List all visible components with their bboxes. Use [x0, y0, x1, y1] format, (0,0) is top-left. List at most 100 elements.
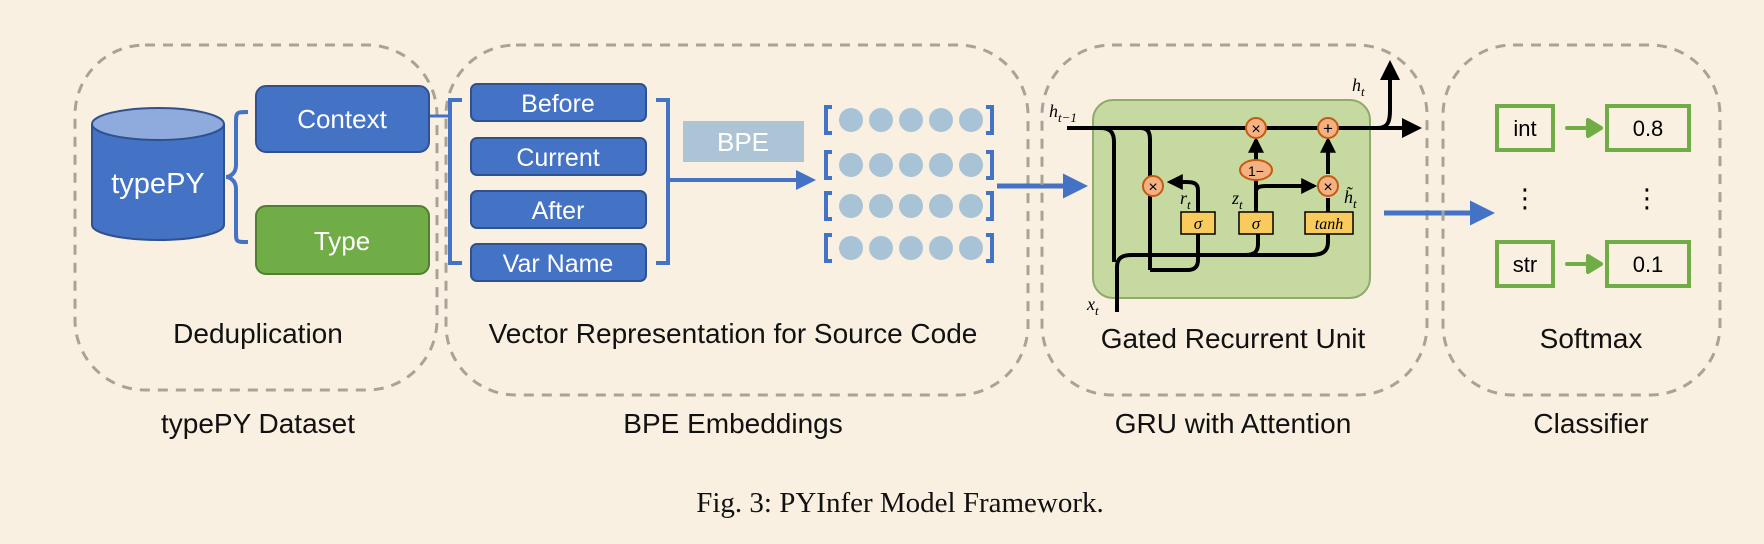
input-box-3 — [470, 243, 647, 282]
gru-panel: × × + × 1− σ σ tanh ht−1 ht xt rt zt h̃t… — [1040, 43, 1429, 397]
vector-left-bracket — [824, 105, 832, 135]
htilde-multiply-op — [1317, 175, 1339, 197]
embedding-dot — [929, 236, 953, 260]
embedding-dot — [929, 108, 953, 132]
gate-feed-line — [1150, 234, 1200, 272]
dataset-panel: typePY Context Type Deduplication — [73, 43, 439, 392]
embeddings-outer-label: BPE Embeddings — [623, 408, 842, 439]
embedding-vector-0 — [824, 105, 994, 135]
gru-cell — [1092, 99, 1371, 299]
ht-output-line — [1376, 60, 1400, 130]
type-box — [1495, 104, 1555, 152]
embedding-dot — [959, 153, 983, 177]
embedding-dot — [899, 236, 923, 260]
r-gate-path — [1166, 174, 1200, 212]
x-in-label: xt — [1086, 294, 1099, 318]
hidden-to-r-gate — [1139, 126, 1152, 270]
inputs-left-bracket — [448, 98, 462, 265]
classifier-panel: int 0.8 str 0.1 ⋮ ⋮ Softmax — [1441, 43, 1722, 397]
dataset-brace — [225, 110, 249, 244]
embedding-dot — [869, 153, 893, 177]
context-label: Context — [297, 104, 387, 134]
prob-label: 0.8 — [1633, 116, 1664, 141]
z-gate-label: zt — [1231, 188, 1243, 212]
classifier-row-0: int 0.8 — [1495, 104, 1691, 152]
vector-right-bracket — [986, 233, 994, 263]
prob-ellipsis: ⋮ — [1634, 183, 1660, 213]
figure-caption: Fig. 3: PYInfer Model Framework. — [696, 487, 1104, 519]
r-gate-label: rt — [1180, 188, 1191, 212]
input-box-1 — [470, 137, 647, 176]
classifier-rows: int 0.8 str 0.1 — [1495, 104, 1691, 288]
prob-box — [1605, 240, 1691, 288]
tanh-label: tanh — [1315, 216, 1343, 233]
classifier-outer-label: Classifier — [1533, 408, 1648, 439]
sigma-r-label: σ — [1194, 214, 1203, 233]
prob-label: 0.1 — [1633, 252, 1664, 277]
input-label-2: After — [532, 197, 585, 225]
r-multiply-op — [1142, 175, 1164, 197]
typepy-database-icon — [91, 107, 225, 241]
embedding-dot — [839, 153, 863, 177]
typepy-database-label: typePY — [111, 168, 205, 200]
embedding-vector-2 — [824, 191, 994, 221]
vector-right-bracket — [986, 191, 994, 221]
classifier-row-1: str 0.1 — [1495, 240, 1691, 288]
z-multiply-symbol: × — [1251, 121, 1260, 138]
mapping-arrow — [1565, 254, 1603, 274]
h-tilde-label: h̃t — [1344, 186, 1357, 211]
type-label: Type — [314, 226, 370, 256]
embedding-dot — [839, 194, 863, 218]
embeddings-inner-label: Vector Representation for Source Code — [489, 318, 978, 349]
plus-symbol: + — [1323, 119, 1333, 138]
z-multiply-op — [1245, 117, 1267, 139]
input-box-2 — [470, 190, 647, 229]
htilde-multiply-symbol: × — [1323, 179, 1332, 196]
embedding-dot — [869, 194, 893, 218]
vector-left-bracket — [824, 191, 832, 221]
h-out-label: ht — [1352, 75, 1365, 99]
hidden-state-drop — [1099, 126, 1116, 262]
type-ellipsis: ⋮ — [1512, 183, 1538, 213]
one-minus-op — [1239, 159, 1273, 181]
gru-inner-label: Gated Recurrent Unit — [1101, 323, 1366, 354]
gru-outer-label: GRU with Attention — [1115, 408, 1352, 439]
embedding-vectors — [824, 105, 994, 263]
bpe-box — [683, 121, 804, 162]
input-label-0: Before — [521, 90, 595, 118]
vector-right-bracket — [986, 150, 994, 180]
dataset-inner-label: Deduplication — [173, 318, 343, 349]
embedding-dot — [839, 236, 863, 260]
embedding-dot — [959, 194, 983, 218]
embedding-dot — [899, 108, 923, 132]
embedding-dot — [899, 153, 923, 177]
embedding-vector-1 — [824, 150, 994, 180]
tanh-gate — [1304, 211, 1354, 235]
embedding-vector-3 — [824, 233, 994, 263]
type-box — [255, 205, 430, 275]
r-multiply-symbol: × — [1148, 179, 1157, 196]
embedding-dot — [899, 194, 923, 218]
type-label: str — [1513, 252, 1537, 277]
input-box-0 — [470, 83, 647, 122]
plus-op — [1317, 117, 1339, 139]
input-label-1: Current — [516, 144, 599, 172]
embeddings-panel-border — [444, 43, 1030, 397]
dataset-panel-border — [73, 43, 439, 392]
bpe-label: BPE — [717, 127, 769, 157]
vector-left-bracket — [824, 233, 832, 263]
type-label: int — [1513, 116, 1536, 141]
prob-box — [1605, 104, 1691, 152]
vector-left-bracket — [824, 150, 832, 180]
classifier-inner-label: Softmax — [1540, 323, 1643, 354]
input-label-3: Var Name — [503, 250, 614, 278]
sigma-z-label: σ — [1252, 214, 1261, 233]
dataset-outer-label: typePY Dataset — [161, 408, 355, 439]
context-box — [255, 85, 430, 153]
type-box — [1495, 240, 1555, 288]
classifier-panel-border — [1441, 43, 1722, 397]
sigma-z-gate — [1238, 211, 1274, 235]
